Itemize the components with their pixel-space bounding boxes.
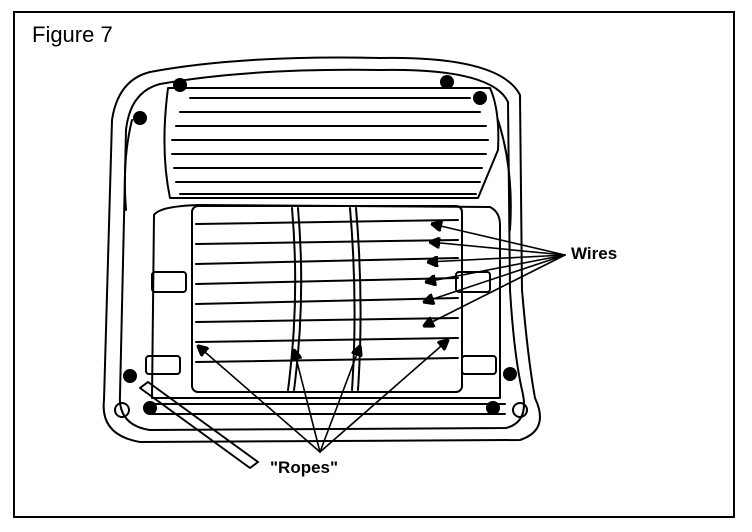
- wire: [195, 357, 459, 363]
- rope: [287, 207, 297, 391]
- wire: [195, 277, 459, 285]
- rope: [349, 207, 356, 391]
- wire: [195, 239, 459, 245]
- spring: [455, 271, 491, 293]
- wire: [195, 337, 459, 343]
- anchor-bolt: [123, 369, 137, 383]
- wire-leader: [424, 254, 566, 302]
- rope-leader: [319, 346, 360, 453]
- anchor-bolt: [133, 111, 147, 125]
- anchor-bolt: [143, 401, 157, 415]
- anchor-bolt: [173, 78, 187, 92]
- anchor-bolt: [473, 91, 487, 105]
- spring: [145, 355, 181, 375]
- mount-hole: [512, 402, 528, 418]
- rope-leader: [198, 346, 321, 453]
- rope: [355, 207, 362, 391]
- wire-grid-frame: [191, 205, 463, 393]
- anchor-bolt: [503, 367, 517, 381]
- wire-leader: [424, 254, 566, 326]
- figure-title: Figure 7: [32, 22, 113, 47]
- wire-leader: [430, 242, 566, 256]
- wire-leader: [428, 254, 566, 262]
- wires-label: Wires: [571, 244, 618, 263]
- seat-inner-outline: [118, 68, 525, 431]
- rope-leader: [319, 340, 448, 453]
- hex-key-tool: [139, 381, 259, 469]
- wire: [195, 219, 459, 225]
- anchor-bolt: [486, 401, 500, 415]
- wire: [195, 257, 459, 265]
- rope: [293, 207, 303, 391]
- anchor-bolt: [440, 75, 454, 89]
- mount-hole: [114, 402, 130, 418]
- wire: [195, 297, 459, 305]
- main-panel-frame: [151, 204, 501, 399]
- rope-leader: [294, 350, 321, 453]
- figure-frame: [13, 11, 735, 518]
- wire-leader: [426, 254, 566, 282]
- wire: [195, 317, 459, 323]
- wire-leader: [432, 224, 566, 256]
- spring: [151, 271, 187, 293]
- spring: [461, 355, 497, 375]
- upper-section-frame: [163, 87, 500, 199]
- seat-outer-outline: [102, 56, 541, 443]
- ropes-label: "Ropes": [270, 458, 339, 477]
- seat-side-trim-right: [497, 119, 512, 231]
- seat-side-trim-left: [123, 119, 133, 211]
